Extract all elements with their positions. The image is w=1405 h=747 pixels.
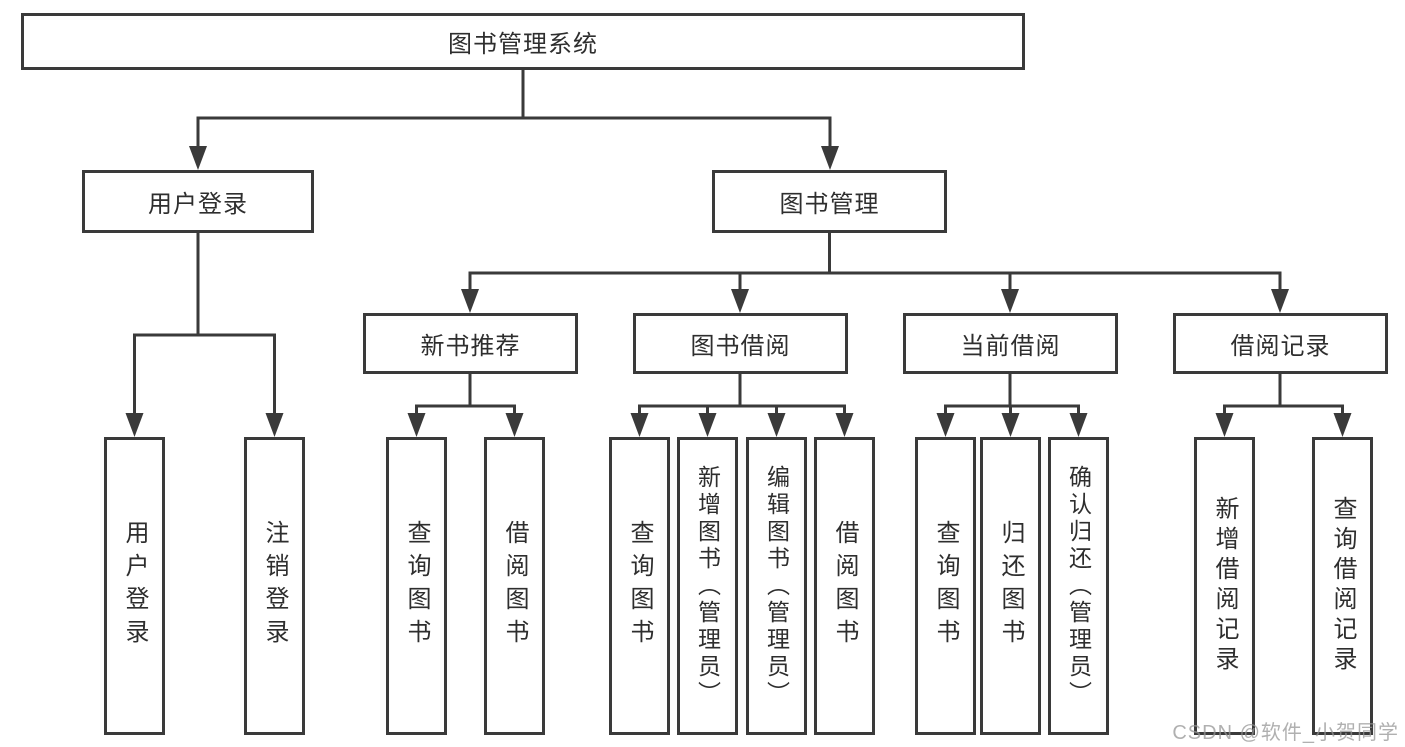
leaf-return-books: 归还图书 (980, 437, 1041, 735)
leaf-label: 查询图书 (932, 520, 959, 652)
leaf-label: 确认归还（管理员） (1065, 464, 1092, 708)
node-borrowing-records: 借阅记录 (1173, 313, 1388, 374)
leaf-label: 归还图书 (997, 520, 1024, 652)
leaf-label: 借阅图书 (831, 520, 858, 652)
node-library-management-system: 图书管理系统 (21, 13, 1025, 70)
leaf-confirm-return-admin: 确认归还（管理员） (1048, 437, 1109, 735)
leaf-user-login: 用户登录 (104, 437, 165, 735)
leaf-query-books: 查询图书 (915, 437, 976, 735)
leaf-label: 借阅图书 (501, 520, 528, 652)
leaf-edit-book-admin: 编辑图书（管理员） (746, 437, 807, 735)
leaf-label: 查询借阅记录 (1329, 496, 1356, 676)
leaf-add-book-admin: 新增图书（管理员） (677, 437, 738, 735)
leaf-logout: 注销登录 (244, 437, 305, 735)
leaf-borrow-books: 借阅图书 (814, 437, 875, 735)
leaf-label: 查询图书 (403, 520, 430, 652)
node-user-login: 用户登录 (82, 170, 314, 233)
leaf-label: 查询图书 (626, 520, 653, 652)
leaf-label: 新增图书（管理员） (694, 464, 721, 708)
node-new-book-recommendation: 新书推荐 (363, 313, 578, 374)
node-book-borrowing: 图书借阅 (633, 313, 848, 374)
leaf-label: 新增借阅记录 (1211, 496, 1238, 676)
leaf-query-borrow-record: 查询借阅记录 (1312, 437, 1373, 735)
leaf-label: 注销登录 (261, 520, 288, 652)
csdn-watermark: CSDN @软件_小贺同学 (1172, 722, 1399, 744)
leaf-borrow-books: 借阅图书 (484, 437, 545, 735)
leaf-query-books: 查询图书 (609, 437, 670, 735)
leaf-label: 编辑图书（管理员） (763, 464, 790, 708)
leaf-add-borrow-record: 新增借阅记录 (1194, 437, 1255, 735)
node-current-borrowing: 当前借阅 (903, 313, 1118, 374)
leaf-query-books: 查询图书 (386, 437, 447, 735)
node-book-management: 图书管理 (712, 170, 947, 233)
leaf-label: 用户登录 (121, 520, 148, 652)
